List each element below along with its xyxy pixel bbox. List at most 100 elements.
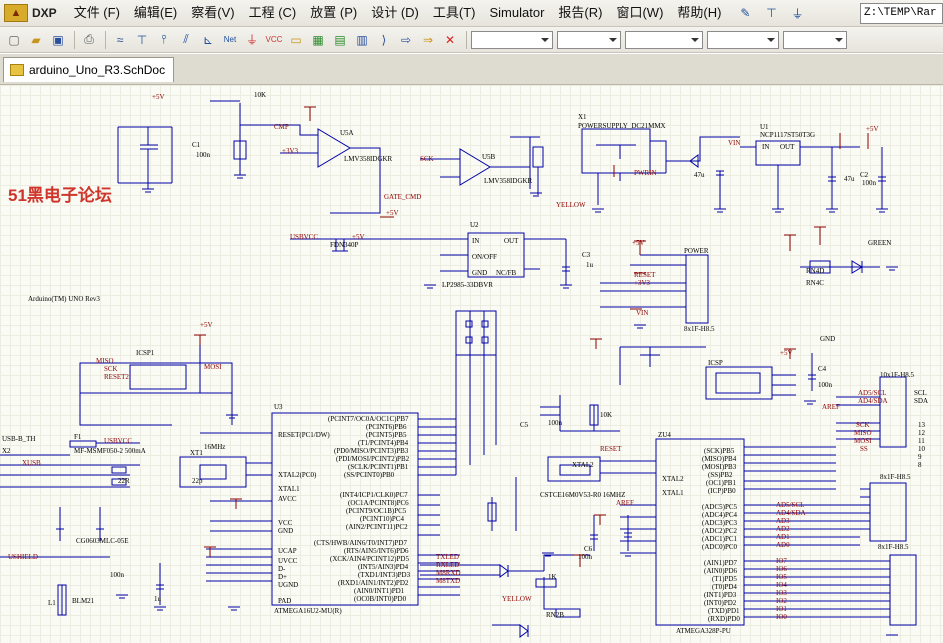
tab-schdoc[interactable]: arduino_Uno_R3.SchDoc bbox=[3, 57, 175, 82]
filter-combo-2[interactable] bbox=[557, 30, 621, 49]
net-5v-g: +5V bbox=[780, 349, 793, 357]
label-f1: F1 bbox=[74, 433, 82, 441]
label-rn4c: RN4C bbox=[806, 279, 824, 287]
value-c4: 100n bbox=[818, 381, 832, 389]
filter-combo-1[interactable] bbox=[471, 30, 553, 49]
toolbar-separator bbox=[74, 30, 75, 49]
menu-simulator[interactable]: Simulator bbox=[489, 5, 545, 20]
zu4-pin-11: (ADC0)PC0 bbox=[702, 543, 738, 551]
vcc-port-icon[interactable]: VCC bbox=[265, 35, 283, 44]
menu-reports[interactable]: 报告(R) bbox=[558, 5, 603, 20]
path-field[interactable]: Z:\TEMP\Rar bbox=[860, 3, 943, 24]
menu-help[interactable]: 帮助(H) bbox=[677, 5, 722, 20]
offsheet-icon[interactable]: ⇒ bbox=[422, 32, 434, 47]
label-blm: BLM21 bbox=[72, 597, 95, 605]
u3-right-12: (AIN2/PCINT11)PC2 bbox=[346, 523, 408, 531]
value-r10k: 10K bbox=[254, 91, 267, 99]
dxp-logo[interactable]: ▲ DXP bbox=[0, 0, 67, 26]
ground-icon[interactable]: ⏚ bbox=[791, 6, 804, 21]
u3-left-4: VCC bbox=[278, 519, 293, 527]
save-icon[interactable]: ▣ bbox=[52, 32, 64, 47]
label-c1: C1 bbox=[192, 141, 201, 149]
u3-right-16: (INT5/AIN3)PD4 bbox=[358, 563, 409, 571]
dxp-label: DXP bbox=[32, 6, 57, 20]
u1-pin-in: IN bbox=[762, 143, 770, 151]
wire-icon[interactable]: ≈ bbox=[116, 32, 124, 47]
net-miso-b: MISO bbox=[854, 429, 872, 437]
menu-file[interactable]: 文件 (F) bbox=[73, 5, 120, 20]
menu-window[interactable]: 窗口(W) bbox=[616, 5, 664, 20]
bus-entry-icon[interactable]: ⫽ bbox=[183, 32, 189, 46]
label-icsp: ICSP bbox=[708, 359, 723, 367]
device-sheet-icon[interactable]: ▥ bbox=[356, 32, 368, 47]
u2-pin-ncfb: NC/FB bbox=[496, 269, 517, 277]
label-rn4d: RN4D bbox=[806, 267, 825, 275]
ground-symbols bbox=[116, 174, 898, 636]
label-zu4: ZU4 bbox=[658, 431, 671, 439]
schematic-doc-icon bbox=[10, 64, 24, 76]
tab-label: arduino_Uno_R3.SchDoc bbox=[29, 63, 166, 77]
net-sck-a: SCK bbox=[420, 155, 434, 163]
net-vin: VIN bbox=[728, 139, 741, 147]
pin-11: 11 bbox=[918, 437, 925, 445]
title-block-text: Arduino(TM) UNO Rev3 bbox=[28, 295, 100, 303]
net-label-icon[interactable]: Net bbox=[223, 35, 237, 44]
zu4-pin-2: (MOSI)PB3 bbox=[702, 463, 737, 471]
dxp-icon: ▲ bbox=[4, 4, 28, 22]
net-io2: IO2 bbox=[776, 597, 787, 605]
menu-place[interactable]: 放置 (P) bbox=[310, 5, 358, 20]
u3-right-14: (RTS/AIN5/INT6)PD6 bbox=[344, 547, 409, 555]
net-ad4-sda: AD4/SDA bbox=[858, 397, 888, 405]
menu-tools[interactable]: 工具(T) bbox=[432, 5, 476, 20]
filter-combo-3[interactable] bbox=[625, 30, 703, 49]
u3-right-0: (PCINT7/OC0A/OC1C)PB7 bbox=[328, 415, 409, 423]
u3-right-18: (RXD1/AIN1/INT2)PD2 bbox=[338, 579, 409, 587]
net-sck-c: SCK bbox=[856, 421, 870, 429]
net-aref-a: AREF bbox=[616, 499, 634, 507]
u3-left-3: AVCC bbox=[278, 495, 297, 503]
print-icon[interactable]: ⎙ bbox=[84, 32, 94, 46]
schematic-canvas[interactable]: 51黑电子论坛 Arduino(TM) UNO Rev3 U5A LMV358I… bbox=[0, 85, 943, 643]
wiring-tools-icon[interactable]: ✎ bbox=[740, 6, 751, 20]
filter-combo-4[interactable] bbox=[707, 30, 779, 49]
net-5v-c: +5V bbox=[386, 209, 399, 217]
no-erc-icon[interactable]: ✕ bbox=[444, 32, 456, 47]
u3-right-3: (T1/PCINT4)PB4 bbox=[358, 439, 409, 447]
filter-combo-5[interactable] bbox=[783, 30, 847, 49]
u3-right-5: (PDI/MOSI/PCINT2)PB2 bbox=[336, 455, 410, 463]
menu-edit[interactable]: 编辑(E) bbox=[133, 5, 178, 20]
menu-project[interactable]: 工程 (C) bbox=[248, 5, 297, 20]
menu-design[interactable]: 设计 (D) bbox=[371, 5, 419, 20]
label-rn2b: RN2B bbox=[546, 611, 564, 619]
zu4-xtal1: XTAL1 bbox=[662, 489, 684, 497]
sheet-symbol-icon[interactable]: ▦ bbox=[312, 32, 324, 47]
part-u1: NCP1117ST50T3G bbox=[760, 131, 816, 139]
gnd-port-icon[interactable]: ⏚ bbox=[245, 33, 258, 47]
net-io5: IO5 bbox=[776, 573, 787, 581]
place-part-icon[interactable]: ▭ bbox=[290, 32, 302, 47]
signal-harness-icon[interactable]: ⫯ bbox=[161, 32, 167, 46]
zu4-pin-17: (INT0)PD2 bbox=[704, 599, 737, 607]
zu4-pin-1: (MISO)PB4 bbox=[702, 455, 737, 463]
sheet-entry-icon[interactable]: ▤ bbox=[334, 32, 346, 47]
port-icon[interactable]: ⇨ bbox=[400, 32, 412, 47]
label-power: POWER bbox=[684, 247, 709, 255]
part-fdn340p: FDN340P bbox=[330, 241, 359, 249]
value-1k: 1K bbox=[548, 573, 557, 581]
menu-view[interactable]: 察看(V) bbox=[191, 5, 235, 20]
zu4-pin-5: (ICP)PB0 bbox=[708, 487, 736, 495]
new-doc-icon[interactable]: ▢ bbox=[8, 32, 20, 47]
net-yellow-b: YELLOW bbox=[502, 595, 532, 603]
net-3v3-a: +3V3 bbox=[282, 147, 299, 155]
net-xusb: XUSB bbox=[22, 459, 41, 467]
label-c6: C6 bbox=[584, 545, 593, 553]
bus-icon[interactable]: ⊤ bbox=[136, 32, 148, 47]
harness-entry-icon[interactable]: ⊾ bbox=[202, 32, 214, 47]
power-port-icon[interactable]: ⊤ bbox=[766, 6, 777, 20]
pin-10: 10 bbox=[918, 445, 925, 453]
zu4-pin-18: (TXD)PD1 bbox=[708, 607, 740, 615]
open-folder-icon[interactable]: ▰ bbox=[31, 32, 41, 47]
menu-bar: ▲ DXP 文件 (F) 编辑(E) 察看(V) 工程 (C) 放置 (P) 设… bbox=[0, 0, 943, 27]
harness-connector-icon[interactable]: ⟩ bbox=[381, 32, 387, 47]
net-io0: IO0 bbox=[776, 613, 787, 621]
